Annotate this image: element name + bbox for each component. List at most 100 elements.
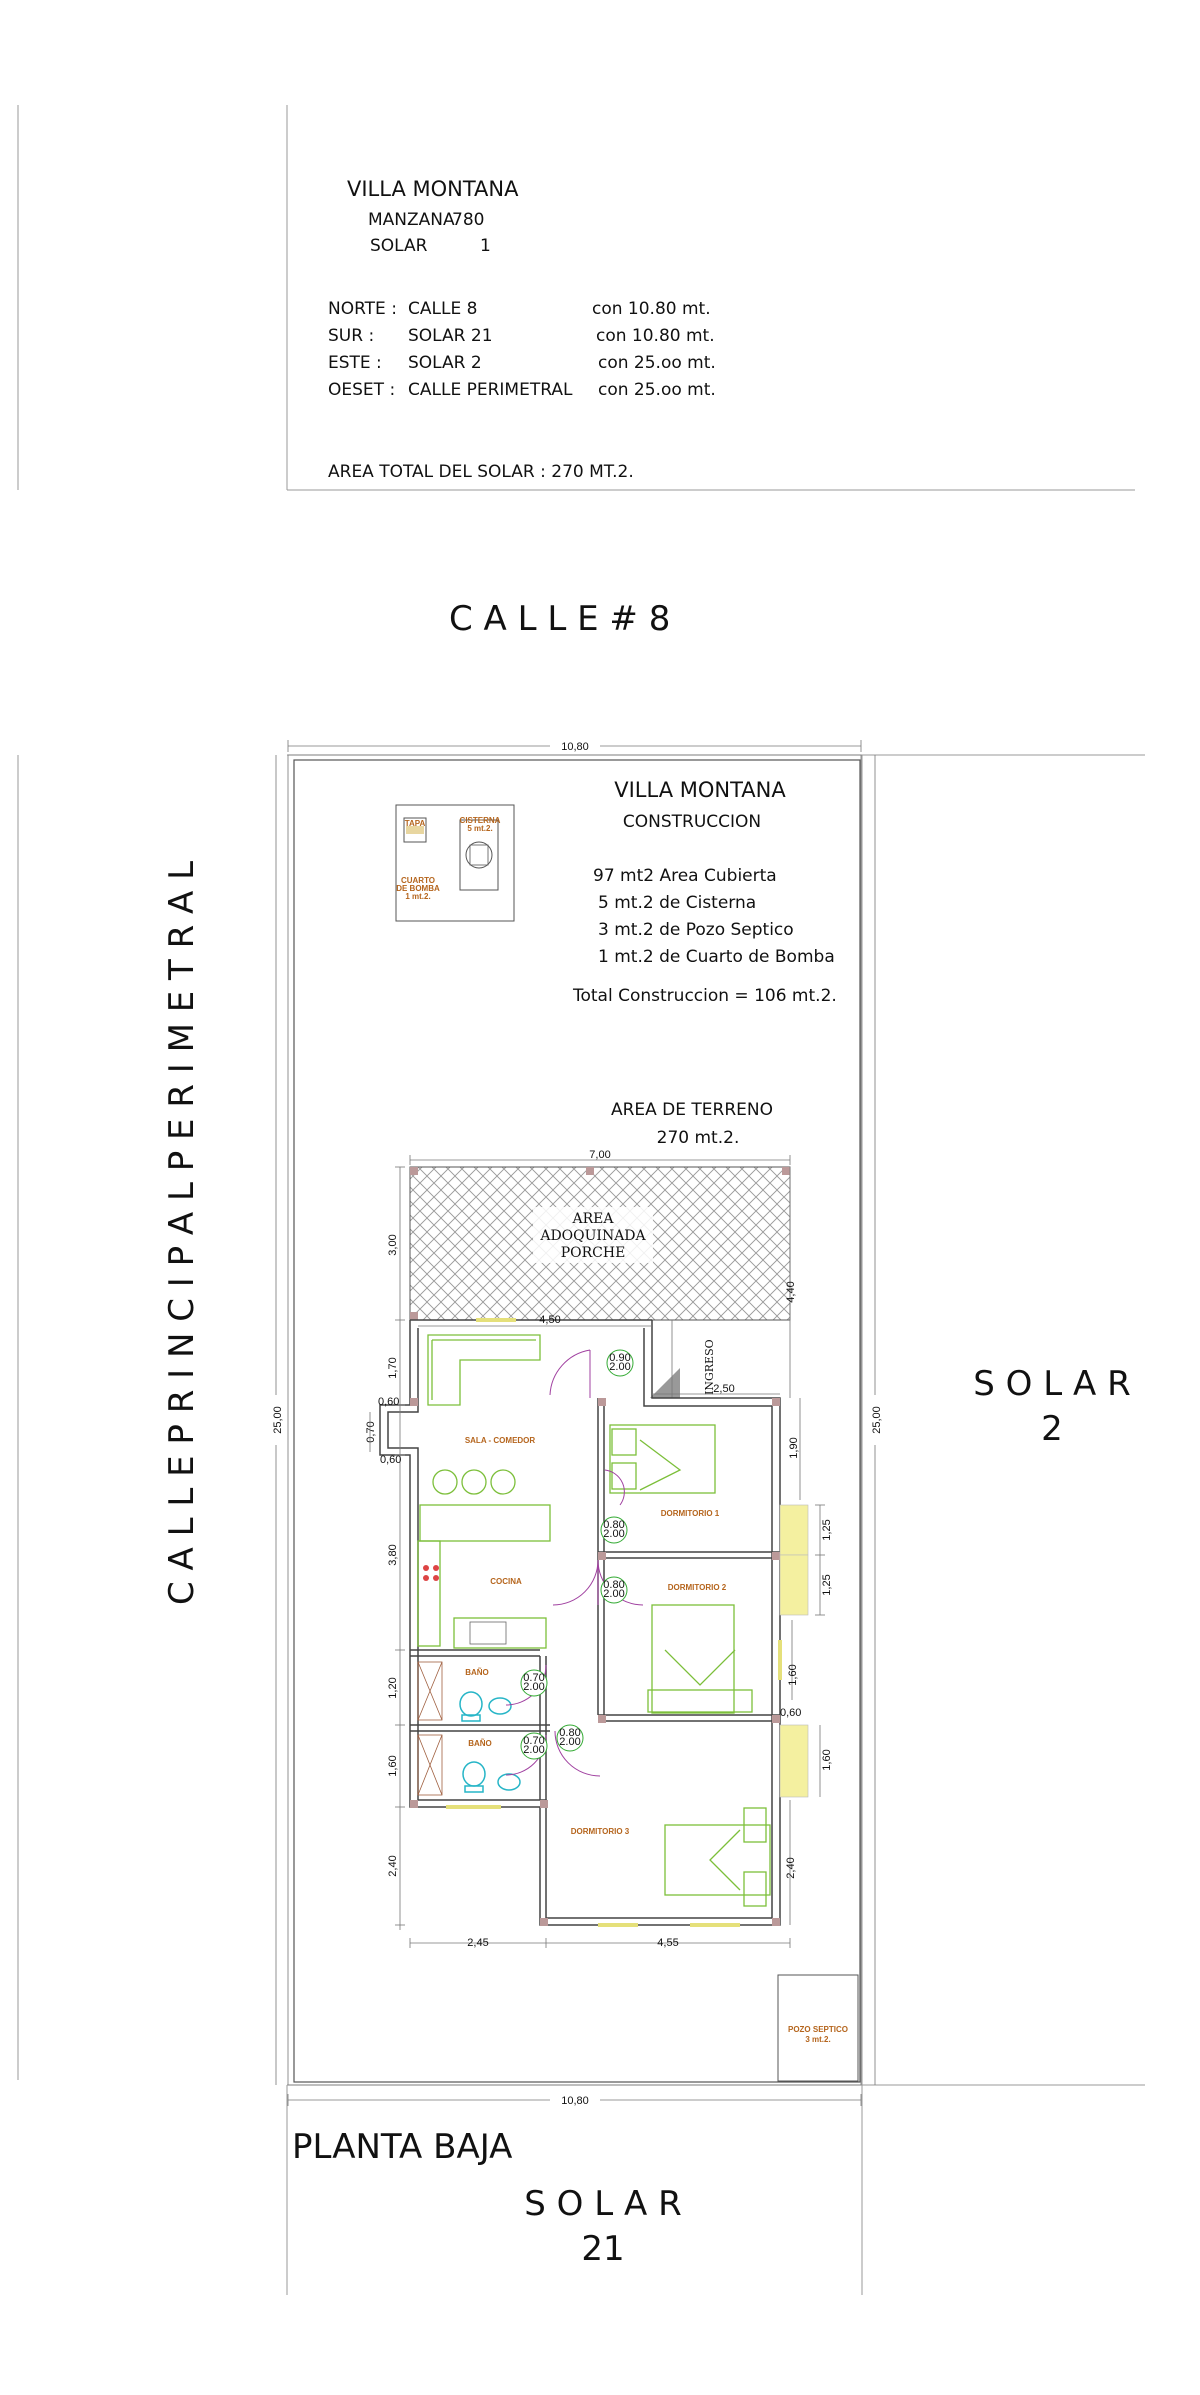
door-tag-dorm2: 0.80 2.00 (600, 1576, 628, 1604)
svg-text:3 mt.2 de Pozo Septico: 3 mt.2 de Pozo Septico (598, 920, 794, 940)
door-tag-dorm3: 0.80 2.00 (556, 1724, 584, 1752)
boundary-row: NORTE : CALLE 8 con 10.80 mt. (328, 299, 711, 319)
bed-2 (651, 1604, 735, 1714)
svg-text:0,60: 0,60 (378, 1396, 399, 1408)
svg-text:25,00: 25,00 (871, 1406, 883, 1434)
svg-text:2.00: 2.00 (603, 1528, 624, 1540)
construction-info: VILLA MONTANA CONSTRUCCION 97 mt2 Area C… (572, 778, 837, 1148)
porch-label-2: ADOQUINADA (539, 1228, 646, 1244)
bed-1 (609, 1424, 716, 1494)
svg-text:POZO SEPTICO: POZO SEPTICO (788, 2025, 848, 2034)
terrain-title: AREA DE TERRENO (611, 1100, 773, 1120)
boundary-row: SUR : SOLAR 21 con 10.80 mt. (328, 326, 715, 346)
svg-text:CUARTO: CUARTO (401, 876, 435, 885)
south-lot-label: S O L A R (524, 2184, 681, 2224)
room-label-bano-1: BAÑO (465, 1668, 489, 1677)
svg-text:2,40: 2,40 (387, 1855, 399, 1876)
door-tag-main: 0.90 2.00 (606, 1349, 634, 1377)
south-lot-number: 21 (581, 2229, 624, 2269)
svg-text:25,00: 25,00 (272, 1406, 284, 1434)
svg-text:5 mt.2 de Cisterna: 5 mt.2 de Cisterna (598, 893, 756, 913)
lot-dimension-top: 10,80 (287, 738, 862, 753)
svg-text:1,60: 1,60 (821, 1749, 833, 1770)
svg-text:TAPA: TAPA (405, 819, 426, 828)
svg-text:con 25.oo mt.: con 25.oo mt. (598, 353, 716, 373)
sofa (427, 1334, 541, 1406)
construction-title: VILLA MONTANA (614, 778, 786, 802)
svg-text:10,80: 10,80 (561, 2095, 589, 2107)
terrain-value: 270 mt.2. (657, 1128, 740, 1148)
svg-text:1 mt.2.: 1 mt.2. (405, 892, 430, 901)
septic-tank-box: POZO SEPTICO 3 mt.2. (777, 1974, 859, 2082)
room-label-dorm-3: DORMITORIO 3 (571, 1827, 630, 1836)
svg-text:SUR :: SUR : (328, 326, 374, 346)
room-label-dorm-1: DORMITORIO 1 (661, 1509, 720, 1518)
svg-text:2,40: 2,40 (785, 1857, 797, 1878)
svg-text:2.00: 2.00 (609, 1361, 630, 1373)
boundary-row: ESTE : SOLAR 2 con 25.oo mt. (328, 353, 716, 373)
svg-text:0.90: 0.90 (609, 1352, 630, 1364)
room-label-bano-2: BAÑO (468, 1739, 492, 1748)
svg-text:con 10.80 mt.: con 10.80 mt. (596, 326, 715, 346)
house-dimensions: 7,00 4,50 2,50 3,00 1,70 0,60 0,70 0,60 … (365, 1149, 833, 1949)
ingreso-arrow (650, 1368, 680, 1398)
area-total: AREA TOTAL DEL SOLAR : 270 MT.2. (328, 462, 634, 482)
svg-text:2.00: 2.00 (559, 1736, 580, 1748)
manzana-label: MANZANA (368, 210, 455, 230)
lot-dimension-left: 25,00 (268, 755, 284, 2085)
svg-text:3,00: 3,00 (387, 1234, 399, 1255)
svg-text:1,90: 1,90 (788, 1437, 800, 1458)
svg-text:con 25.oo mt.: con 25.oo mt. (598, 380, 716, 400)
svg-text:1,25: 1,25 (821, 1574, 833, 1595)
room-label-cocina: COCINA (490, 1577, 522, 1586)
svg-text:1 mt.2 de Cuarto de Bomba: 1 mt.2 de Cuarto de Bomba (598, 947, 835, 967)
kitchen-counter (419, 1504, 551, 1542)
room-label-sala: SALA - COMEDOR (465, 1436, 536, 1445)
door-tag-bano1: 0.70 2.00 (520, 1669, 548, 1697)
svg-text:5 mt.2.: 5 mt.2. (467, 824, 492, 833)
manzana-value: 780 (452, 210, 484, 230)
svg-text:con 10.80 mt.: con 10.80 mt. (592, 299, 711, 319)
svg-text:3 mt.2.: 3 mt.2. (805, 2035, 830, 2044)
east-lot-number: 2 (1041, 1409, 1063, 1449)
svg-text:DE BOMBA: DE BOMBA (396, 884, 440, 893)
svg-text:0.70: 0.70 (523, 1735, 544, 1747)
door-tag-dorm1: 0.80 2.00 (600, 1516, 628, 1544)
svg-text:0.80: 0.80 (559, 1727, 580, 1739)
svg-text:CISTERNA: CISTERNA (460, 816, 501, 825)
header-block: VILLA MONTANA MANZANA 780 SOLAR 1 NORTE … (328, 177, 716, 482)
construction-total: Total Construccion = 106 mt.2. (572, 986, 837, 1006)
boundary-row: OESET : CALLE PERIMETRAL con 25.oo mt. (328, 380, 716, 400)
svg-text:1,70: 1,70 (387, 1357, 399, 1378)
svg-text:2.00: 2.00 (523, 1681, 544, 1693)
lot-dimension-right: 25,00 (867, 755, 883, 2085)
north-street-label: C A L L E # 8 (449, 599, 670, 639)
svg-text:4,50: 4,50 (539, 1314, 560, 1326)
cistern-pump-box: TAPA CISTERNA 5 mt.2. CUARTO DE BOMBA 1 … (395, 804, 515, 922)
header-title: VILLA MONTANA (347, 177, 519, 201)
svg-text:0,60: 0,60 (380, 1454, 401, 1466)
porch-label-1: AREA (572, 1211, 615, 1227)
svg-text:7,00: 7,00 (589, 1149, 610, 1161)
solar-label: SOLAR (370, 236, 428, 256)
svg-text:0.80: 0.80 (603, 1579, 624, 1591)
svg-text:1,20: 1,20 (387, 1677, 399, 1698)
svg-text:OESET :: OESET : (328, 380, 395, 400)
svg-text:2.00: 2.00 (523, 1744, 544, 1756)
svg-text:4,55: 4,55 (657, 1937, 678, 1949)
svg-text:0,60: 0,60 (780, 1707, 801, 1719)
svg-text:10,80: 10,80 (561, 741, 589, 753)
construction-subtitle: CONSTRUCCION (623, 812, 761, 832)
lot-outline (287, 754, 862, 2086)
east-lot-label: S O L A R (973, 1364, 1130, 1404)
svg-text:2.00: 2.00 (603, 1588, 624, 1600)
svg-text:NORTE :: NORTE : (328, 299, 397, 319)
house-floor-plan: AREA ADOQUINADA PORCHE INGRESO (379, 1166, 809, 1927)
svg-text:2,50: 2,50 (713, 1383, 734, 1395)
svg-text:1,25: 1,25 (821, 1519, 833, 1540)
svg-text:SOLAR 2: SOLAR 2 (408, 353, 482, 373)
plan-label: PLANTA BAJA (292, 2127, 512, 2167)
svg-text:2,45: 2,45 (467, 1937, 488, 1949)
west-street-label: C A L L E P R I N C I P A L P E R I M E … (162, 861, 202, 1605)
